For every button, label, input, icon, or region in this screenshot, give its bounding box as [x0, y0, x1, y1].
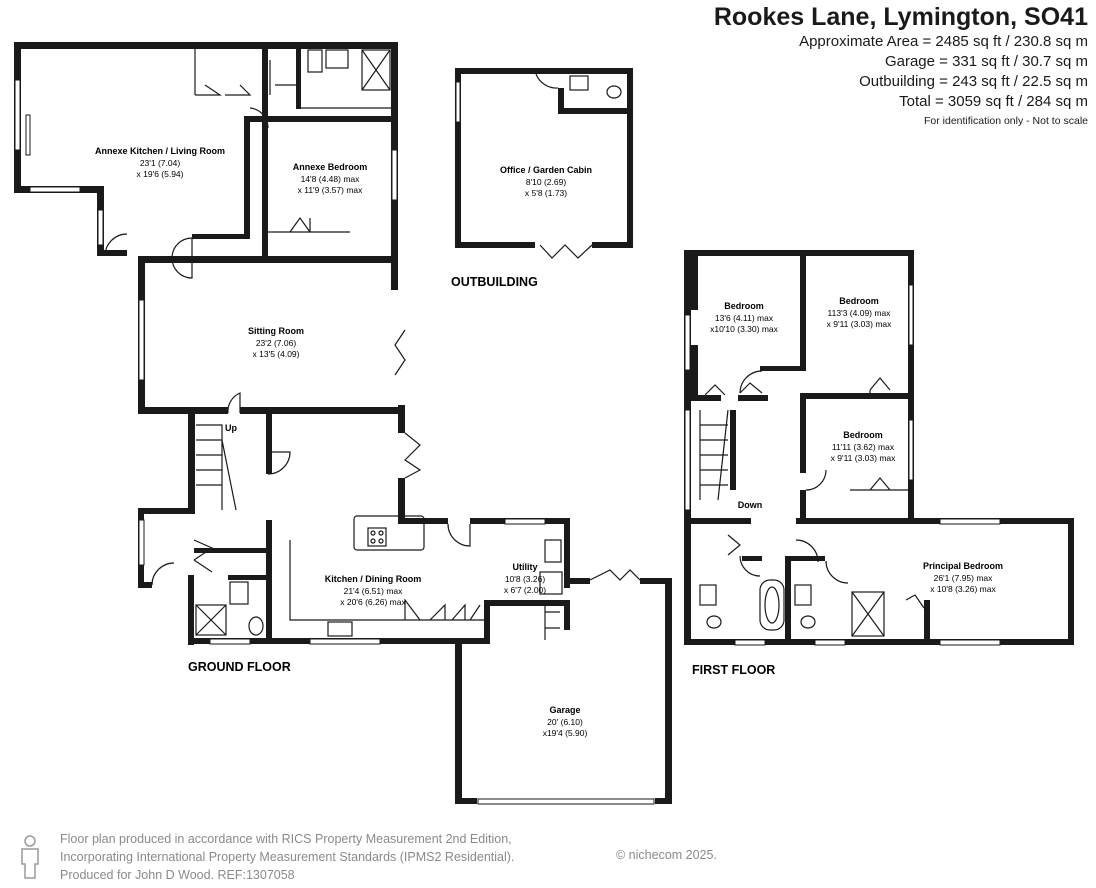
person-icon [21, 835, 39, 879]
bedroom3-dim1: 11'11 (3.62) max [832, 442, 895, 452]
ground-floor [138, 263, 641, 645]
first-floor [684, 250, 1074, 646]
principal-bedroom-name: Principal Bedroom [923, 561, 1003, 571]
garage-dim2: x19'4 (5.90) [543, 728, 588, 738]
bedroom3-name: Bedroom [843, 430, 883, 440]
sitting-room-dim1: 23'2 (7.06) [256, 338, 297, 348]
sitting-room-name: Sitting Room [248, 326, 304, 336]
bedroom2-dim1: 113'3 (4.09) max [828, 308, 892, 318]
property-header: Rookes Lane, Lymington, SO41 Approximate… [714, 2, 1088, 130]
footer-notes: Floor plan produced in accordance with R… [60, 830, 514, 884]
garage-dim1: 20' (6.10) [547, 717, 583, 727]
stairs-down-label: Down [738, 500, 763, 510]
room-labels: Annexe Kitchen / Living Room 23'1 (7.04)… [95, 146, 1003, 738]
footer-line-1: Floor plan produced in accordance with R… [60, 832, 512, 846]
footer-credit: © nichecom 2025. [616, 848, 717, 862]
kitchen-dim2: x 20'6 (6.26) max [340, 597, 406, 607]
bedroom1-dim1: 13'6 (4.11) max [715, 313, 774, 323]
annexe-kitchen-dim1: 23'1 (7.04) [140, 158, 181, 168]
annexe-bedroom-name: Annexe Bedroom [293, 162, 368, 172]
office-name: Office / Garden Cabin [500, 165, 592, 175]
annexe-kitchen-name: Annexe Kitchen / Living Room [95, 146, 225, 156]
principal-bedroom-dim1: 26'1 (7.95) max [934, 573, 994, 583]
annexe-bedroom-dim1: 14'8 (4.48) max [301, 174, 361, 184]
garage [455, 578, 672, 805]
property-title: Rookes Lane, Lymington, SO41 [713, 3, 1088, 31]
utility-name: Utility [512, 562, 537, 572]
ground-floor-label: GROUND FLOOR [188, 660, 291, 674]
bedroom2-dim2: x 9'11 (3.03) max [827, 319, 893, 329]
kitchen-dim1: 21'4 (6.51) max [344, 586, 404, 596]
kitchen-name: Kitchen / Dining Room [325, 574, 422, 584]
annexe [14, 42, 398, 290]
footer-line-3: Produced for John D Wood. REF:1307058 [60, 868, 295, 882]
office-dim1: 8'10 (2.69) [526, 177, 567, 187]
stairs-up-label: Up [225, 423, 237, 433]
garage-name: Garage [549, 705, 580, 715]
area-garage: Garage = 331 sq ft / 30.7 sq m [884, 53, 1088, 70]
principal-bedroom-dim2: x 10'8 (3.26) max [930, 584, 996, 594]
area-total: Total = 3059 sq ft / 284 sq m [899, 93, 1088, 110]
sitting-room-dim2: x 13'5 (4.09) [253, 349, 300, 359]
bedroom2-name: Bedroom [839, 296, 879, 306]
outbuilding [455, 68, 633, 259]
area-approximate: Approximate Area = 2485 sq ft / 230.8 sq… [799, 33, 1088, 50]
annexe-kitchen-dim2: x 19'6 (5.94) [137, 169, 184, 179]
bedroom3-dim2: x 9'11 (3.03) max [831, 453, 897, 463]
office-dim2: x 5'8 (1.73) [525, 188, 567, 198]
utility-dim1: 10'8 (3.26) [505, 574, 546, 584]
bedroom1-name: Bedroom [724, 301, 764, 311]
annexe-bedroom-dim2: x 11'9 (3.57) max [298, 185, 364, 195]
outbuilding-label: OUTBUILDING [451, 275, 538, 289]
bedroom1-dim2: x10'10 (3.30) max [710, 324, 779, 334]
identification-note: For identification only - Not to scale [924, 115, 1088, 127]
area-outbuilding: Outbuilding = 243 sq ft / 22.5 sq m [859, 73, 1088, 90]
utility-dim2: x 6'7 (2.00) [504, 585, 546, 595]
footer-line-2: Incorporating International Property Mea… [60, 850, 515, 864]
first-floor-label: FIRST FLOOR [692, 663, 775, 677]
